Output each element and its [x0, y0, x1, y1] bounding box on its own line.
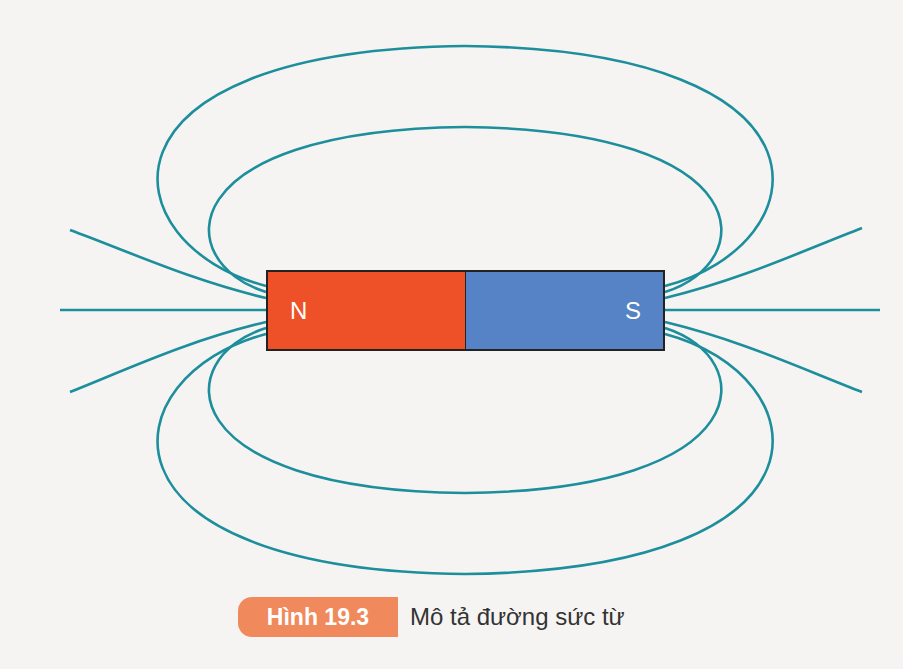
- field-line: [70, 322, 266, 392]
- magnet-north-pole: N: [266, 270, 466, 351]
- field-line: [665, 322, 862, 392]
- field-line: [209, 127, 721, 292]
- field-line: [60, 309, 266, 312]
- field-line: [209, 328, 721, 493]
- node-label: N: [290, 297, 307, 325]
- field-line: [70, 230, 266, 298]
- figure-caption: Mô tả đường sức từ: [410, 603, 625, 631]
- field-line-group: [60, 46, 880, 574]
- field-line: [158, 46, 773, 286]
- figure-badge: Hình 19.3: [238, 597, 398, 637]
- field-line: [158, 334, 773, 574]
- field-line: [665, 228, 862, 298]
- magnet-south-pole: S: [465, 270, 665, 351]
- node-label: Hình 19.3: [267, 604, 369, 631]
- node-label: S: [625, 297, 641, 325]
- field-line: [665, 309, 880, 312]
